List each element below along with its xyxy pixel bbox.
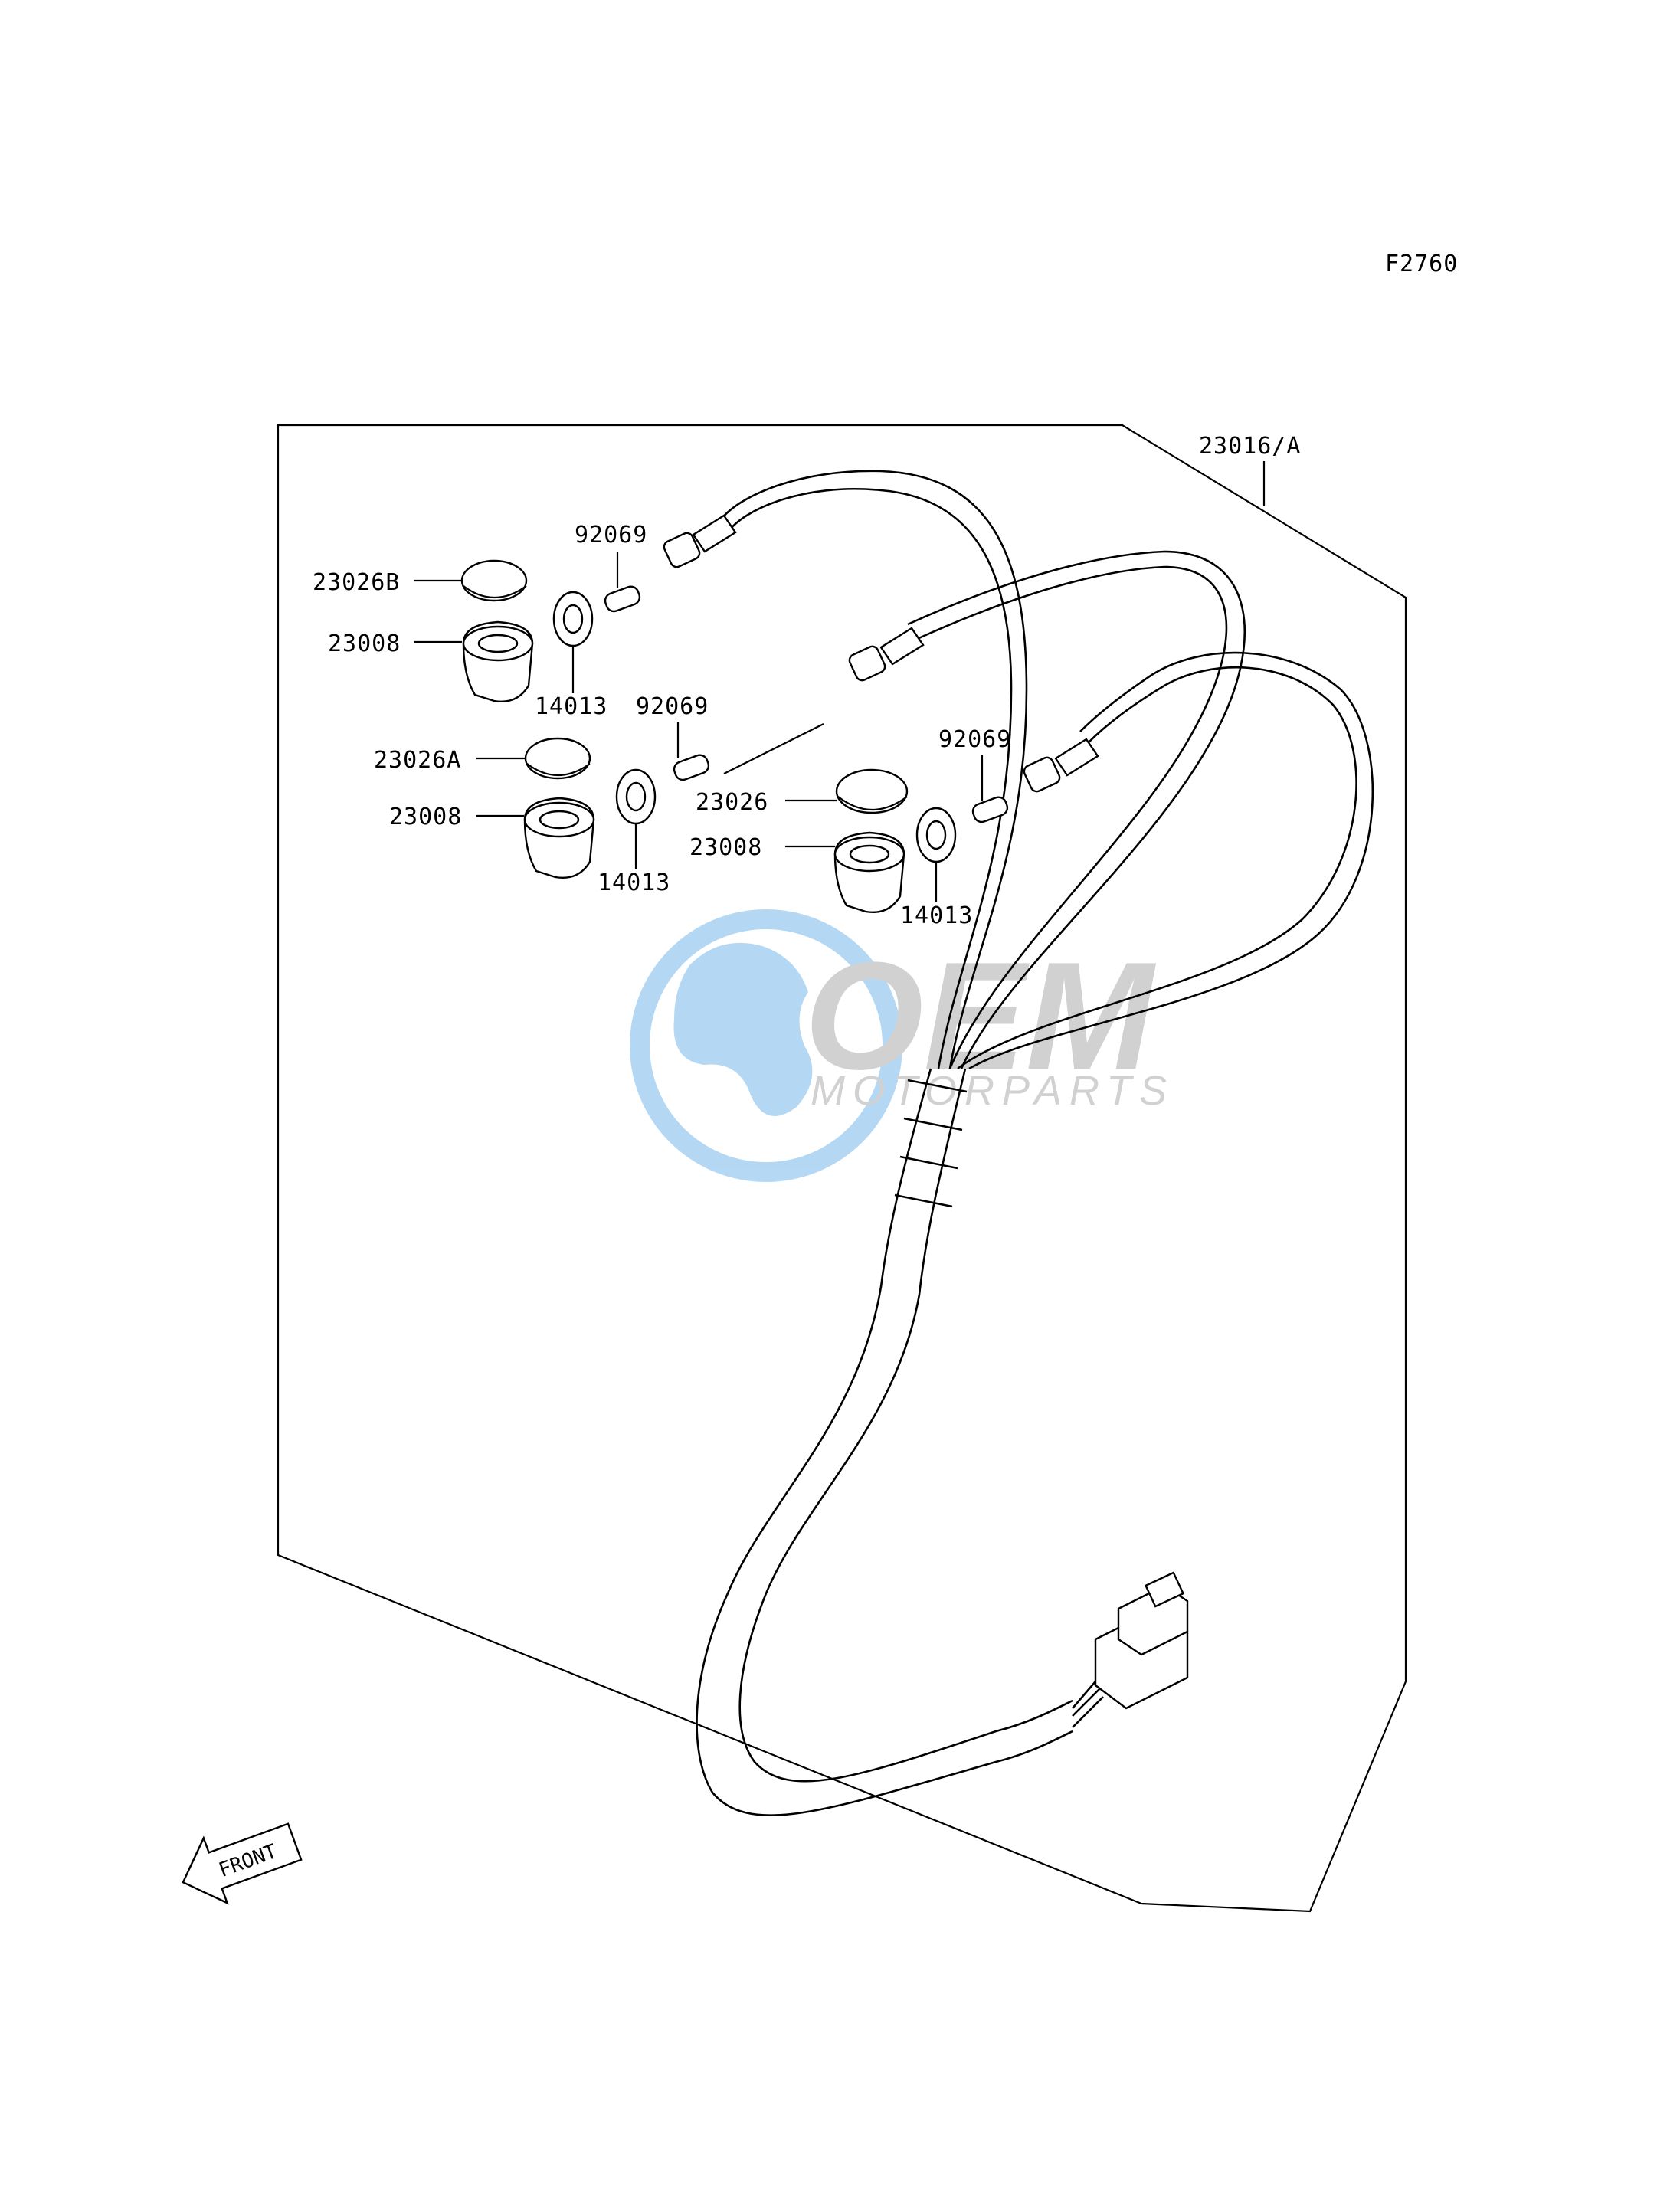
label-housing-3: 23008 — [689, 834, 762, 861]
cap-23026a-icon — [524, 737, 591, 780]
figure-code: F2760 — [1385, 250, 1458, 277]
label-bulb-2: 92069 — [636, 693, 709, 720]
bulb-3-icon — [971, 796, 1009, 823]
wire-harness — [663, 470, 1374, 1816]
bulb-2-icon — [673, 754, 710, 781]
bulb-92069-group — [604, 585, 1009, 823]
label-grommet-1: 14013 — [535, 693, 607, 720]
watermark-brand: OEM — [804, 931, 1157, 1102]
housing-group — [462, 620, 905, 913]
label-housing-2: 23008 — [389, 804, 462, 830]
cap-23026-icon — [835, 768, 909, 814]
leader-lines — [414, 461, 1266, 902]
label-bulb-3: 92069 — [938, 726, 1011, 753]
watermark: OEM MOTORPARTS — [630, 909, 1174, 1182]
label-grommet-3: 14013 — [900, 902, 973, 929]
label-bulb-1: 92069 — [575, 522, 647, 548]
label-harness: 23016/A — [1199, 433, 1301, 460]
label-cap-a: 23026A — [374, 747, 461, 774]
front-arrow: FRONT — [182, 1822, 303, 1905]
grommet-group — [552, 591, 957, 863]
cap-23026b-icon — [460, 559, 528, 602]
bulb-1-icon — [604, 585, 641, 613]
label-housing-1: 23008 — [328, 630, 401, 657]
watermark-subtitle: MOTORPARTS — [811, 1068, 1174, 1114]
label-grommet-2: 14013 — [598, 869, 670, 896]
label-cap: 23026 — [696, 789, 768, 816]
label-cap-b: 23026B — [313, 569, 400, 596]
watermark-continents-icon — [673, 942, 813, 1116]
front-arrow-icon — [182, 1822, 303, 1905]
watermark-globe-icon — [630, 909, 902, 1182]
assembly-outline — [277, 424, 1407, 1913]
